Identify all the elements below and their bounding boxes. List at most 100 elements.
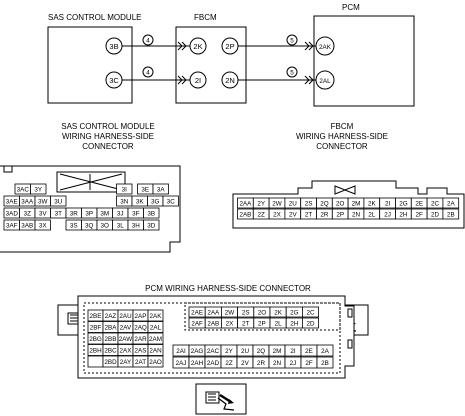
svg-text:2AP: 2AP [135, 313, 147, 320]
svg-text:2S: 2S [242, 309, 250, 316]
sas-pin-3y: 3Y [30, 183, 47, 195]
svg-text:2J: 2J [290, 360, 297, 367]
svg-text:2H: 2H [399, 211, 408, 218]
sas-pin-3r: 3R [65, 207, 82, 219]
svg-text:3Q: 3Q [85, 222, 94, 229]
wire-tag-4b [142, 66, 154, 78]
svg-text:2AM: 2AM [149, 336, 162, 343]
pcm-pin-2bh: 2BH [87, 344, 104, 356]
svg-text:2M: 2M [273, 348, 282, 355]
svg-text:2M: 2M [352, 200, 361, 207]
fbcm-pin-2z: 2Z [252, 208, 270, 220]
svg-text:2V: 2V [241, 360, 250, 367]
fbcm-pin-2n: 2N [347, 208, 365, 220]
pcm-pin-2be: 2BE [87, 309, 104, 322]
sas-connector-title-2: WIRING HARNESS-SIDE [62, 132, 154, 141]
svg-text:3G: 3G [151, 198, 160, 205]
wire-tag-4a-label: 4 [146, 38, 150, 45]
svg-text:3K: 3K [136, 198, 145, 205]
pcm-pin-2m: 2M [268, 344, 286, 357]
fbcm-pin-2f: 2F [410, 208, 428, 220]
pcm-pin-2bc: 2BC [102, 344, 119, 356]
fbcm-pin-2a: 2A [442, 197, 460, 209]
svg-text:2K: 2K [274, 309, 283, 316]
svg-text:3L: 3L [117, 222, 125, 229]
pcm-pin-2ak: 2AK [147, 309, 164, 322]
sas-pin-3a: 3A [152, 183, 169, 195]
svg-text:2AE: 2AE [191, 309, 203, 316]
svg-text:2D: 2D [306, 320, 315, 327]
sas-housing-notch [3, 165, 13, 173]
sas-pin-3e: 3E [137, 183, 154, 195]
pcm-pin-2o: 2O [253, 306, 271, 318]
pcm-pin-2bg: 2BG [87, 332, 104, 345]
svg-text:2I: 2I [290, 348, 296, 355]
svg-text:3P: 3P [85, 210, 93, 217]
pcm-pin-2az: 2AZ [102, 309, 119, 322]
pcm-pin-2an: 2AN [147, 344, 164, 356]
wire-tag-4a [142, 34, 154, 46]
pcm-pin-2bb: 2BB [102, 332, 119, 345]
fbcm-connector-title-2: WIRING HARNESS-SIDE [296, 132, 388, 141]
fbcm-pin-2p: 2P [331, 208, 349, 220]
fbcm-latch-mark [334, 185, 356, 195]
pcm-pin-2au: 2AU [117, 309, 134, 322]
svg-text:2E: 2E [305, 348, 313, 355]
svg-text:3F: 3F [132, 210, 140, 217]
svg-text:2AW: 2AW [119, 336, 132, 343]
pcm-connector-title: PCM WIRING HARNESS-SIDE CONNECTOR [145, 284, 311, 293]
pcm-pin-2w: 2W [220, 306, 238, 318]
pcm-pin-2ac: 2AC [204, 344, 222, 357]
pcm-pin-2q: 2Q [252, 344, 270, 357]
svg-text:3M: 3M [100, 210, 109, 217]
pcm-probe-hand-icon [195, 383, 247, 415]
svg-text:2N: 2N [273, 360, 282, 367]
sas-pin-3x: 3X [34, 219, 51, 231]
svg-text:2AK: 2AK [150, 313, 163, 320]
fbcm-connector-title-3: CONNECTOR [316, 142, 368, 151]
pcm-pin-2ao: 2AO [147, 355, 164, 368]
svg-text:2L: 2L [275, 320, 283, 327]
sas-pin-3z: 3Z [19, 207, 36, 219]
svg-text:2A: 2A [447, 200, 456, 207]
pcm-pin-2v: 2V [236, 356, 254, 369]
fbcm-pin-2g: 2G [395, 197, 412, 209]
svg-text:2BG: 2BG [89, 336, 102, 343]
svg-text:2AG: 2AG [191, 348, 204, 355]
svg-text:3C: 3C [167, 198, 176, 205]
svg-text:2U: 2U [241, 348, 250, 355]
fbcm-pin-2l: 2L [363, 208, 381, 220]
svg-text:2N: 2N [352, 211, 361, 218]
svg-text:2F: 2F [416, 211, 424, 218]
fbcm-pin-2m: 2M [347, 197, 365, 209]
svg-text:2AL: 2AL [150, 324, 162, 331]
svg-text:2B: 2B [447, 211, 455, 218]
svg-text:2U: 2U [289, 200, 298, 207]
svg-text:2O: 2O [258, 309, 267, 316]
svg-text:2V: 2V [289, 211, 298, 218]
fbcm-pin-2p-label: 2P [225, 42, 234, 51]
sas-connector-title-3: CONNECTOR [82, 142, 134, 151]
sas-pin-3m: 3M [96, 207, 113, 219]
svg-text:2AB: 2AB [207, 320, 219, 327]
sas-pin-3o: 3O [96, 219, 113, 231]
svg-text:3T: 3T [55, 210, 63, 217]
pcm-pin-2s: 2S [237, 306, 255, 318]
pcm-module-box [313, 15, 415, 107]
fbcm-pin-2q: 2Q [316, 197, 333, 209]
pcm-side-clip-2 [347, 339, 353, 349]
svg-text:3A: 3A [157, 186, 166, 193]
svg-text:3V: 3V [39, 210, 48, 217]
pcm-pin-2k: 2K [269, 306, 287, 318]
sas-pin-3aa: 3AA [19, 195, 36, 207]
fbcm-pin-2k: 2K [363, 197, 381, 209]
sas-module-box [47, 26, 133, 104]
pcm-pin-2ab: 2AB [204, 317, 222, 329]
pcm-pin-2y: 2Y [220, 344, 238, 357]
svg-text:2F: 2F [305, 360, 313, 367]
wire-tag-5a-label: 5 [290, 38, 294, 45]
svg-text:3W: 3W [38, 198, 48, 205]
pcm-pin-2d: 2D [301, 317, 319, 329]
